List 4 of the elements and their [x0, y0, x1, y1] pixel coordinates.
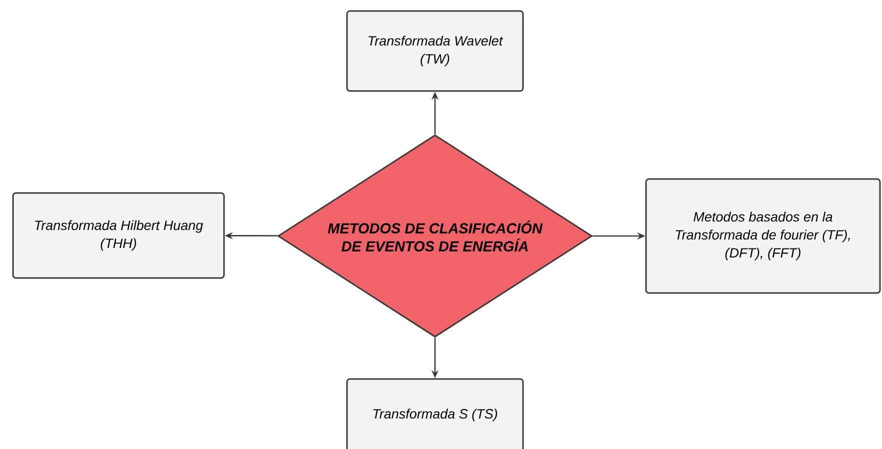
process-box: Transformada Hilbert Huang (THH) — [12, 192, 225, 279]
process-box: Metodos basados en la Transformada de fourier (TF), (DFT), (FFT) — [645, 178, 881, 294]
process-box: Transformada Wavelet (TW) — [346, 10, 524, 92]
process-box: Transformada S (TS) — [346, 378, 524, 449]
